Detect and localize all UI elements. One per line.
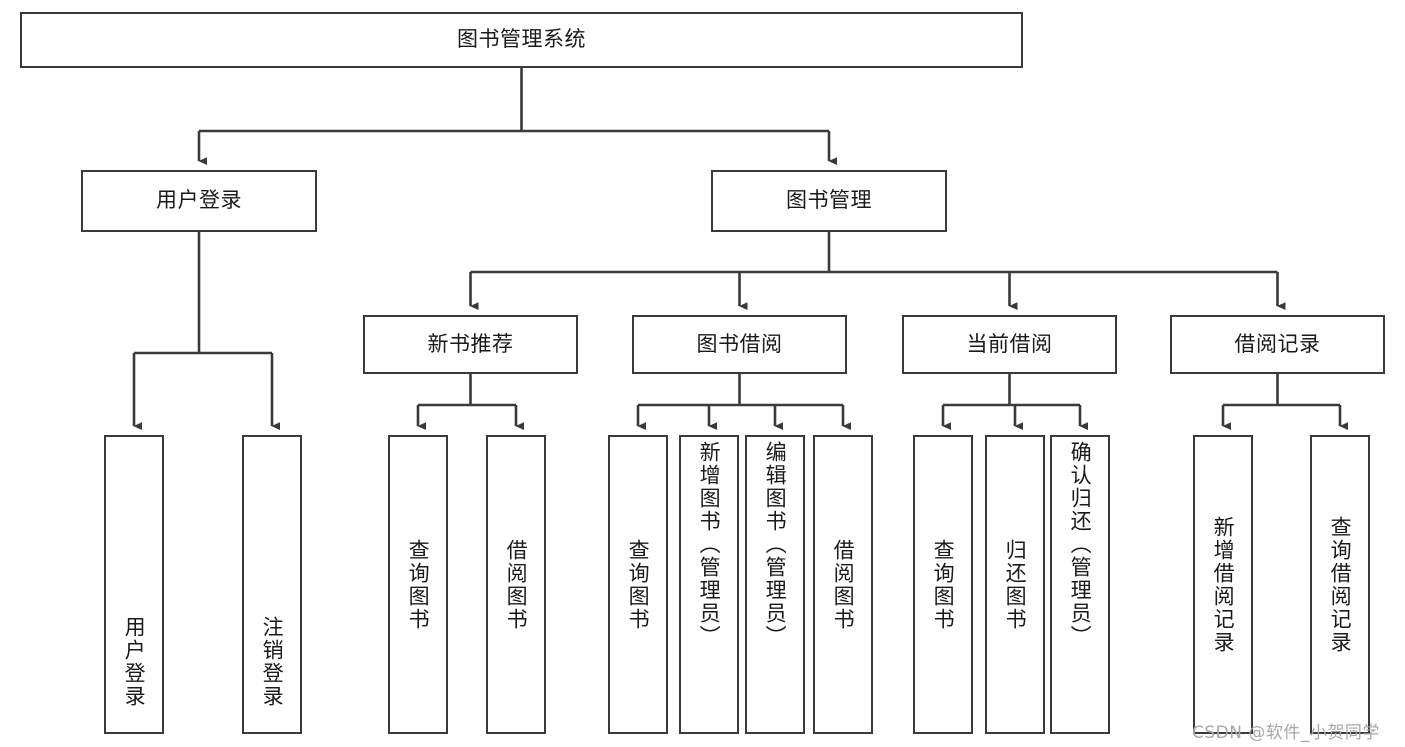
node-leaf-edit-book[interactable]: 编辑图书（管理员）	[745, 435, 805, 734]
node-label-root: 图书管理系统	[457, 27, 586, 52]
node-leaf-logout[interactable]: 注销登录	[242, 435, 302, 734]
node-borrow-record[interactable]: 借阅记录	[1170, 315, 1385, 374]
node-label-new-book-recommend: 新书推荐	[427, 331, 514, 356]
node-new-book-recommend[interactable]: 新书推荐	[363, 315, 578, 374]
node-label-current-borrow: 当前借阅	[966, 331, 1053, 356]
node-current-borrow[interactable]: 当前借阅	[902, 315, 1117, 374]
node-root-system[interactable]: 图书管理系统	[20, 12, 1023, 68]
node-leaf-return-book[interactable]: 归还图书	[985, 435, 1045, 734]
connectors-current-borrow-to-leaves	[941, 374, 1088, 430]
connectors-book-management-to-level3	[469, 232, 1286, 310]
connectors-user-login-to-leaves	[132, 232, 280, 430]
node-leaf-borrow-book[interactable]: 借阅图书	[813, 435, 873, 734]
node-leaf-borrow-book-rec[interactable]: 借阅图书	[486, 435, 546, 734]
node-label-leaf-query-book-borrow: 查询图书	[626, 538, 651, 631]
node-leaf-confirm-return[interactable]: 确认归还（管理员）	[1050, 435, 1110, 734]
node-leaf-query-record[interactable]: 查询借阅记录	[1310, 435, 1370, 734]
node-leaf-query-book-current[interactable]: 查询图书	[913, 435, 973, 734]
node-label-leaf-borrow-book: 借阅图书	[831, 538, 856, 631]
node-leaf-add-record[interactable]: 新增借阅记录	[1193, 435, 1253, 734]
connectors-root-to-level2	[197, 68, 837, 165]
node-leaf-user-login[interactable]: 用户登录	[104, 435, 164, 734]
node-book-borrow[interactable]: 图书借阅	[632, 315, 847, 374]
node-label-leaf-return-book: 归还图书	[1003, 538, 1028, 631]
node-label-leaf-logout: 注销登录	[260, 616, 285, 708]
connectors-book-borrow-to-leaves	[636, 374, 851, 430]
node-label-book-management: 图书管理	[786, 188, 872, 213]
node-label-leaf-user-login: 用户登录	[122, 616, 147, 708]
node-user-login[interactable]: 用户登录	[81, 170, 317, 232]
node-label-leaf-confirm-return: 确认归还（管理员）	[1068, 441, 1093, 648]
node-leaf-query-book-rec[interactable]: 查询图书	[388, 435, 448, 734]
node-label-leaf-query-book-current: 查询图书	[931, 538, 956, 631]
node-label-leaf-query-record: 查询借阅记录	[1328, 515, 1353, 654]
node-label-leaf-add-record: 新增借阅记录	[1211, 515, 1236, 654]
node-label-user-login: 用户登录	[156, 188, 242, 213]
node-leaf-add-book[interactable]: 新增图书（管理员）	[679, 435, 739, 734]
node-label-leaf-edit-book: 编辑图书（管理员）	[763, 441, 788, 648]
node-book-management[interactable]: 图书管理	[711, 170, 947, 232]
node-label-leaf-borrow-book-rec: 借阅图书	[504, 538, 529, 631]
node-label-borrow-record: 借阅记录	[1234, 331, 1321, 356]
connectors-new-book-recommend-to-leaves	[416, 374, 524, 430]
connectors-borrow-record-to-leaves	[1221, 374, 1348, 430]
node-label-book-borrow: 图书借阅	[696, 331, 783, 356]
node-label-leaf-query-book-rec: 查询图书	[406, 538, 431, 631]
node-label-leaf-add-book: 新增图书（管理员）	[697, 441, 722, 648]
node-leaf-query-book-borrow[interactable]: 查询图书	[608, 435, 668, 734]
